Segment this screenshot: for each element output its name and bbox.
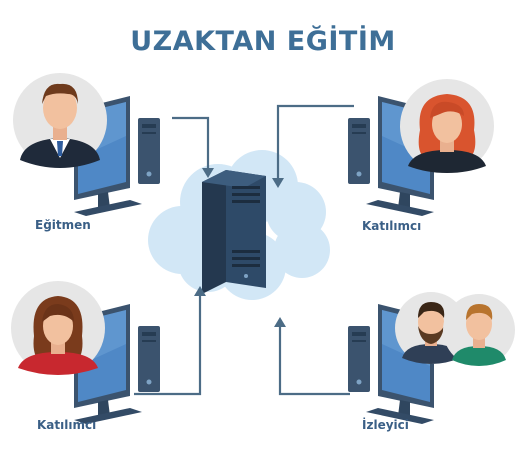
arrow-icon (278, 325, 350, 396)
instructor-avatar-icon (13, 73, 107, 168)
arrow-icon (276, 104, 354, 180)
node-label-participant-bottom: Katılımcı (37, 418, 97, 432)
participant-avatar-icon (11, 281, 105, 375)
viewer-avatar-icon (443, 294, 515, 366)
server-icon (202, 170, 266, 294)
arrow-icon (134, 294, 202, 396)
page-title: UZAKTAN EĞİTİM (130, 26, 396, 57)
node-label-viewer: İzleyici (362, 418, 409, 432)
node-label-instructor: Eğitmen (35, 218, 91, 232)
participant-avatar-icon (400, 79, 494, 173)
arrow-icon (172, 116, 210, 170)
node-label-participant-top: Katılımcı (362, 219, 422, 233)
connection-arrows (134, 104, 354, 396)
